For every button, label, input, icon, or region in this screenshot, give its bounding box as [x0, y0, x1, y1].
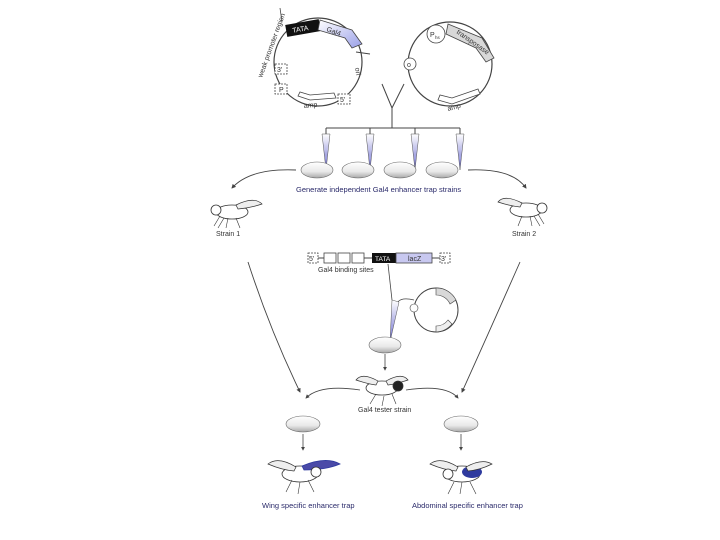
tester-to-right	[405, 387, 459, 399]
strain2-label: Strain 2	[512, 231, 536, 238]
promoter-hs-circle	[426, 24, 446, 44]
tester-to-left	[305, 387, 361, 399]
p-end-box	[274, 83, 288, 95]
svg-text:5': 5'	[309, 256, 314, 263]
progeny-embryo-left	[285, 415, 321, 433]
five-prime-box	[337, 93, 351, 105]
transposase-gene-arrow	[445, 23, 495, 63]
result-left-caption: Wing specific enhancer trap	[262, 501, 355, 510]
tester-plasmid	[409, 287, 459, 333]
construct-three-prime	[439, 252, 451, 264]
ori-label-right: o	[407, 62, 411, 69]
fly-tester	[355, 375, 409, 407]
fly-strain1	[210, 199, 263, 229]
five-prime-label: 5'	[340, 97, 345, 104]
gal4-binding-site-1	[323, 252, 337, 264]
mix-chevron	[381, 83, 405, 110]
amp-label: amp	[304, 102, 318, 110]
promoter-hs-label: P	[430, 32, 435, 39]
binding-sites-caption: Gal4 binding sites	[318, 267, 374, 274]
tata-box	[285, 19, 321, 37]
strain1-label: Strain 1	[216, 231, 240, 238]
injection-needles	[321, 133, 465, 171]
ori-label: ori	[353, 67, 361, 76]
three-prime-label: 3'	[277, 67, 282, 74]
left-plasmid: TATA Gal4 weak promoter region ori amp P…	[257, 7, 371, 110]
arrow-to-strain1	[231, 169, 297, 189]
injection-bracket	[325, 108, 461, 136]
ori-bar	[355, 51, 371, 55]
construct-tata-box	[372, 253, 396, 263]
gal4-binding-site-2	[337, 252, 351, 264]
amp-label-right: amp	[447, 103, 462, 113]
fly-wing-specific	[267, 460, 341, 495]
svg-text:TATA: TATA	[375, 256, 391, 263]
promoter-hs-sub: hs	[435, 35, 441, 40]
fly-strain2	[497, 197, 548, 227]
progeny-embryo-right	[443, 415, 479, 433]
svg-text:3': 3'	[441, 256, 446, 263]
tester-embryo	[368, 336, 402, 354]
arrow-to-strain2	[467, 169, 527, 189]
cross-line-strain1	[247, 261, 301, 393]
cross-line-strain2	[461, 261, 521, 393]
tata-label: TATA	[292, 25, 310, 35]
svg-text:lacZ: lacZ	[408, 256, 422, 263]
uas-lacz-construct: 5' TATA lacZ 3'	[307, 252, 451, 264]
gal4-gene-label: Gal4	[325, 26, 341, 38]
right-plasmid: P hs transposase amp o	[403, 21, 495, 113]
stained-wing	[301, 460, 341, 471]
embryo-row	[300, 161, 459, 179]
p-end-label: P	[279, 87, 284, 94]
amp-gene-arrow	[297, 91, 337, 101]
step1-caption: Generate independent Gal4 enhancer trap …	[296, 185, 461, 194]
promoter-bracket	[279, 7, 283, 23]
gal4-gene-arrow	[317, 19, 363, 49]
ori-circle-right	[403, 57, 417, 71]
result-right-caption: Abdominal specific enhancer trap	[412, 501, 523, 510]
amp-gene-arrow-right	[437, 88, 481, 105]
arrow-construct-to-needle	[387, 263, 393, 301]
tester-needle	[389, 299, 400, 343]
fly-abdominal-specific	[429, 460, 493, 495]
tester-caption: Gal4 tester strain	[358, 407, 411, 414]
three-prime-box	[274, 63, 288, 75]
gal4-binding-site-3	[351, 252, 365, 264]
